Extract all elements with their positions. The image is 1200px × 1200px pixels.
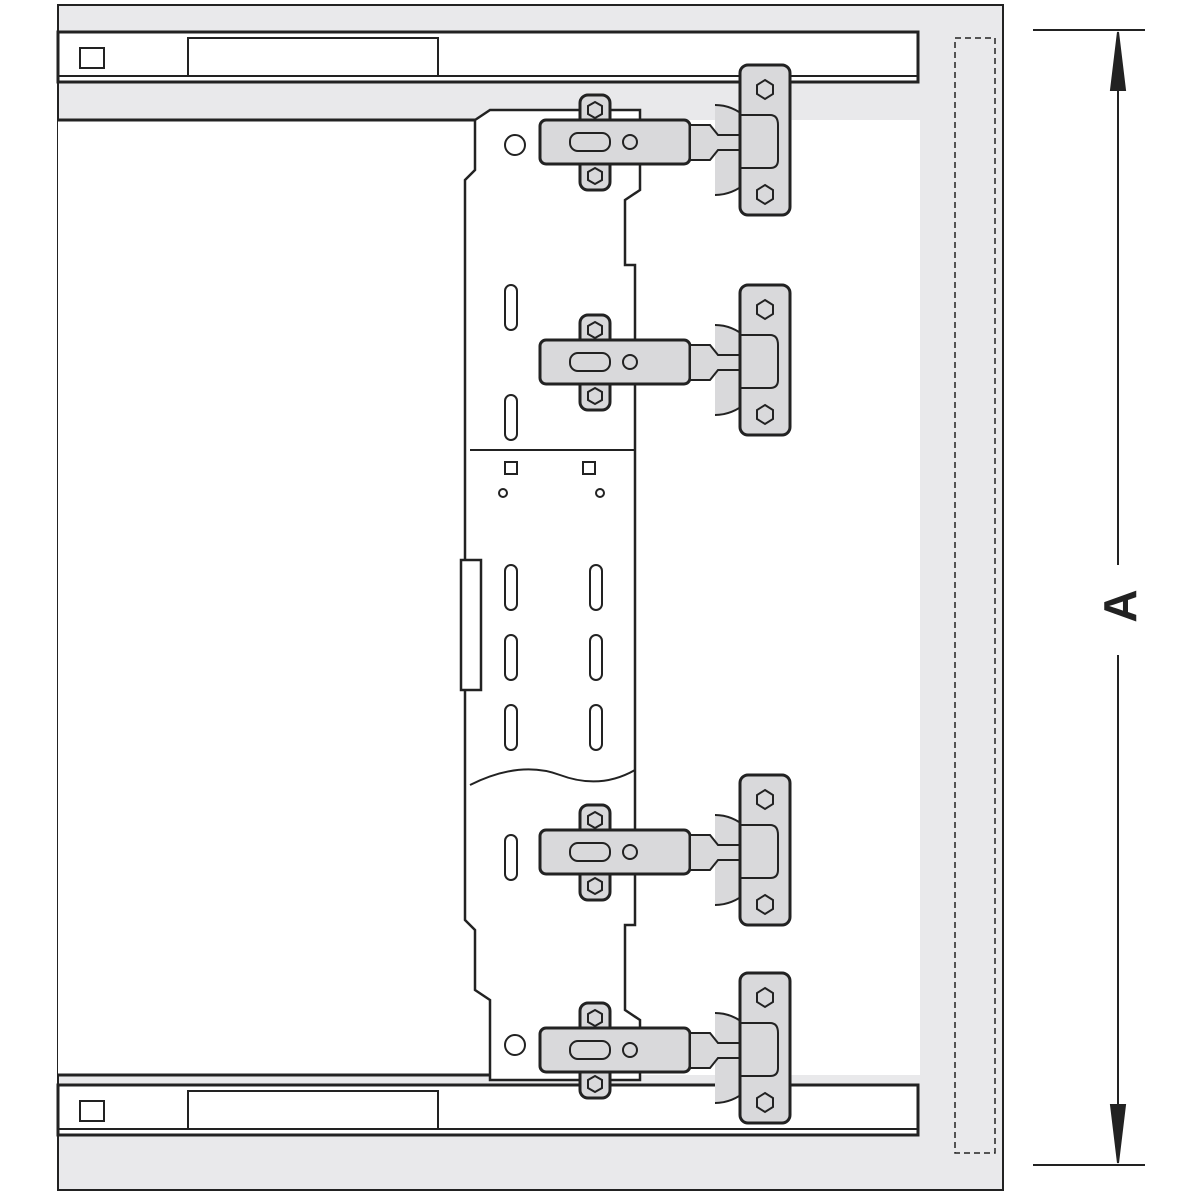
- mounting-bracket: [463, 108, 642, 1082]
- bracket-slots: [498, 134, 605, 1056]
- bracket-clip: [459, 558, 483, 692]
- front-panel-dashed-outline: [954, 37, 996, 1154]
- bracket-break-line: [469, 768, 636, 786]
- dimension-line-a: [1033, 29, 1145, 1166]
- dimension-label: A: [1094, 589, 1146, 623]
